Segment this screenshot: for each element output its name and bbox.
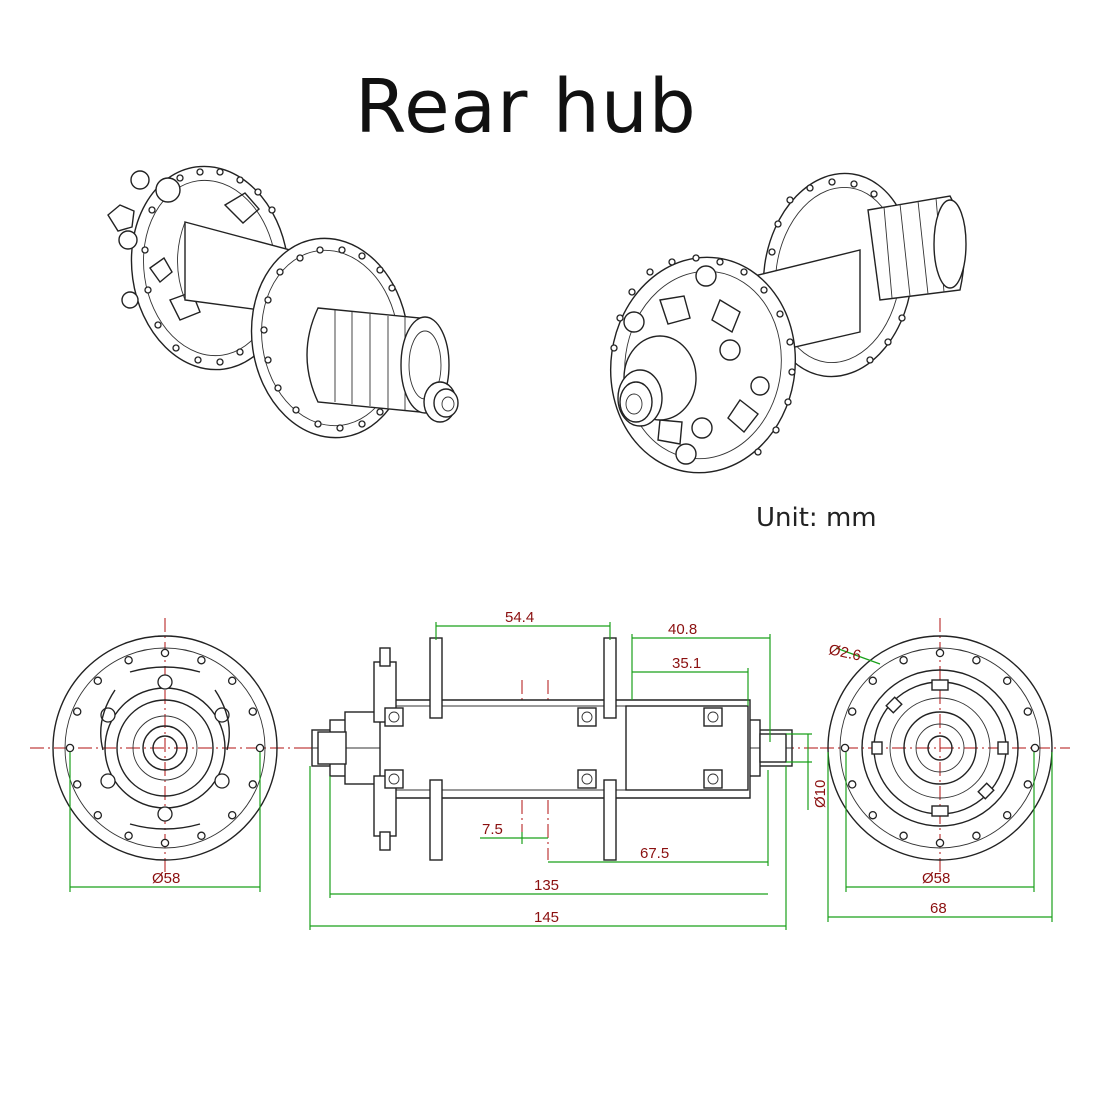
dim-35-1: 35.1 [672, 655, 701, 672]
dim-offset-7-5: 7.5 [482, 821, 503, 838]
hub-3d-right [609, 172, 967, 474]
spoke-hole [847, 707, 857, 716]
spoke-hole [868, 810, 878, 820]
spoke-hole [124, 831, 133, 841]
hub-3d-left [107, 165, 459, 439]
spoke-hole [160, 838, 170, 848]
dim-right-flange-diameter: Ø58 [922, 870, 950, 887]
spoke-hole [197, 655, 206, 665]
spoke-hole [93, 676, 103, 686]
diagram-title: Rear hub [355, 64, 697, 150]
spoke-hole [255, 743, 265, 753]
spoke-hole [248, 780, 258, 789]
spoke-hole [1030, 743, 1040, 753]
unit-label: Unit: mm [756, 503, 877, 533]
spoke-hole [197, 831, 206, 841]
spoke-hole [1023, 707, 1033, 716]
dim-left-flange-diameter: Ø58 [152, 870, 180, 887]
spoke-hole [972, 831, 981, 841]
spoke-hole [72, 780, 82, 789]
spoke-hole [93, 810, 103, 820]
dim-40-8: 40.8 [668, 621, 697, 638]
spoke-hole [227, 676, 237, 686]
spoke-hole [160, 648, 170, 658]
spoke-hole [65, 743, 75, 753]
dim-right-width-68: 68 [930, 900, 947, 917]
dim-axle-145: 145 [534, 909, 559, 926]
spoke-hole [124, 655, 133, 665]
spoke-hole [899, 831, 908, 841]
end-view-drive-side: Ø2.6 Ø58 68 [820, 618, 1070, 922]
spoke-hole [72, 707, 82, 716]
hub-side-view: 54.4 40.8 35.1 Ø10 7.5 67.5 135 145 [300, 609, 829, 930]
spoke-hole [935, 648, 945, 658]
spoke-hole [248, 707, 258, 716]
spoke-hole [935, 838, 945, 848]
spoke-hole [972, 655, 981, 665]
end-view-disc-side: Ø58 [30, 618, 300, 892]
dim-oln-135: 135 [534, 877, 559, 894]
spoke-hole [1002, 810, 1012, 820]
spoke-hole [899, 655, 908, 665]
dim-67-5: 67.5 [640, 845, 669, 862]
dim-hole-diameter: Ø2.6 [827, 641, 862, 664]
spoke-hole [1023, 780, 1033, 789]
spoke-hole [227, 810, 237, 820]
spoke-hole [847, 780, 857, 789]
spoke-hole [868, 676, 878, 686]
spoke-hole [840, 743, 850, 753]
spoke-hole [1002, 676, 1012, 686]
dim-flange-spacing: 54.4 [505, 609, 534, 626]
dim-axle-diameter: Ø10 [812, 780, 829, 808]
